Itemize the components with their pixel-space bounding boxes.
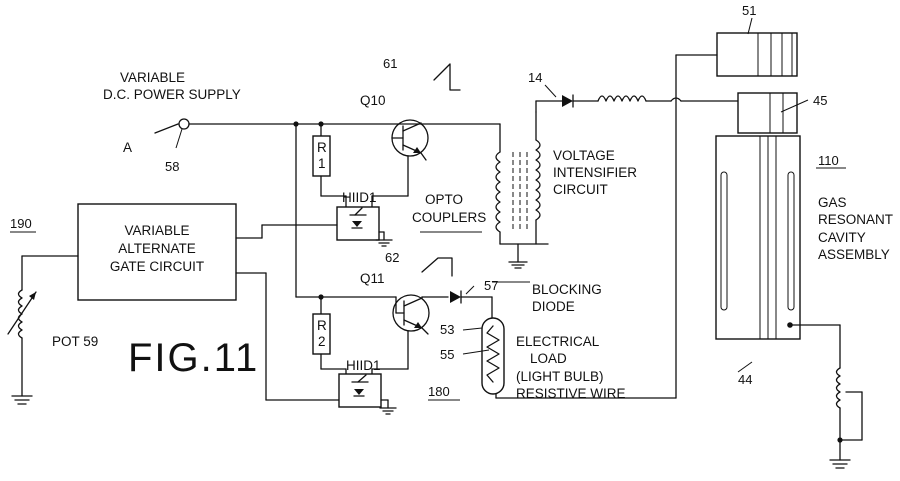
label-55: 55 [440,347,454,362]
resistor-r1 [312,123,347,208]
label-61: 61 [383,56,397,71]
label-51: 51 [742,3,756,18]
label-gas: GAS [818,195,847,210]
label-190: 190 [10,216,32,231]
label-q10: Q10 [360,93,386,108]
label-r2-b: 2 [318,334,326,349]
label-opto: OPTO [425,192,463,207]
resistor-r2 [312,296,347,375]
label-r1-a: R [317,140,327,155]
label-180: 180 [428,384,450,399]
label-node-a: A [123,140,132,155]
label-electrical: ELECTRICAL [516,334,600,349]
opto-coupler-top [261,206,393,247]
label-53: 53 [440,322,454,337]
gas-resonant-cavity [715,92,841,369]
label-light-bulb: (LIGHT BULB) [516,369,604,384]
label-diode: DIODE [532,299,575,314]
figure-title: FIG.11 [128,336,259,380]
label-circuit: CIRCUIT [553,182,608,197]
label-r2-a: R [317,318,327,333]
label-62: 62 [385,250,399,265]
cavity-resistor [829,367,863,469]
label-cavity: CAVITY [818,230,866,245]
label-110: 110 [818,153,839,168]
label-resonant: RESONANT [818,212,893,227]
blocking-diode-57 [450,285,493,319]
label-hiid1-bottom: HIID1 [346,358,381,373]
label-gate-variable: VARIABLE [124,223,189,238]
leader-lines [10,17,846,401]
transistor-q11 [371,294,449,375]
label-gate-circuit: GATE CIRCUIT [110,259,204,274]
pulse-waveform-62 [421,257,453,277]
label-voltage: VOLTAGE [553,148,615,163]
label-dc-power-supply: D.C. POWER SUPPLY [103,87,241,102]
potentiometer-59 [7,255,79,405]
label-r1-b: 1 [318,156,326,171]
label-58: 58 [165,159,179,174]
voltage-intensifier-transformer [495,111,549,269]
label-assembly: ASSEMBLY [818,247,890,262]
label-load: LOAD [530,351,567,366]
label-45: 45 [813,93,827,108]
label-variable: VARIABLE [120,70,185,85]
label-q11: Q11 [360,271,385,286]
opto-coupler-bottom [338,373,397,415]
label-gate-alternate: ALTERNATE [118,241,196,256]
label-57: 57 [484,278,498,293]
label-pot-59: POT 59 [52,334,98,349]
label-couplers: COUPLERS [412,210,486,225]
electrical-load [481,317,505,399]
label-44: 44 [738,372,752,387]
label-blocking: BLOCKING [532,282,602,297]
label-intensifier: INTENSIFIER [553,165,637,180]
label-14: 14 [528,70,542,85]
transistor-q10 [371,119,429,208]
inductor [597,95,741,102]
diode-14 [535,94,599,113]
label-hiid1-top: HIID1 [342,190,377,205]
label-resistive-wire: RESISTIVE WIRE [516,386,626,401]
gate-circuit-box [77,203,341,401]
pulse-waveform-61 [433,63,461,91]
component-51 [495,32,798,399]
